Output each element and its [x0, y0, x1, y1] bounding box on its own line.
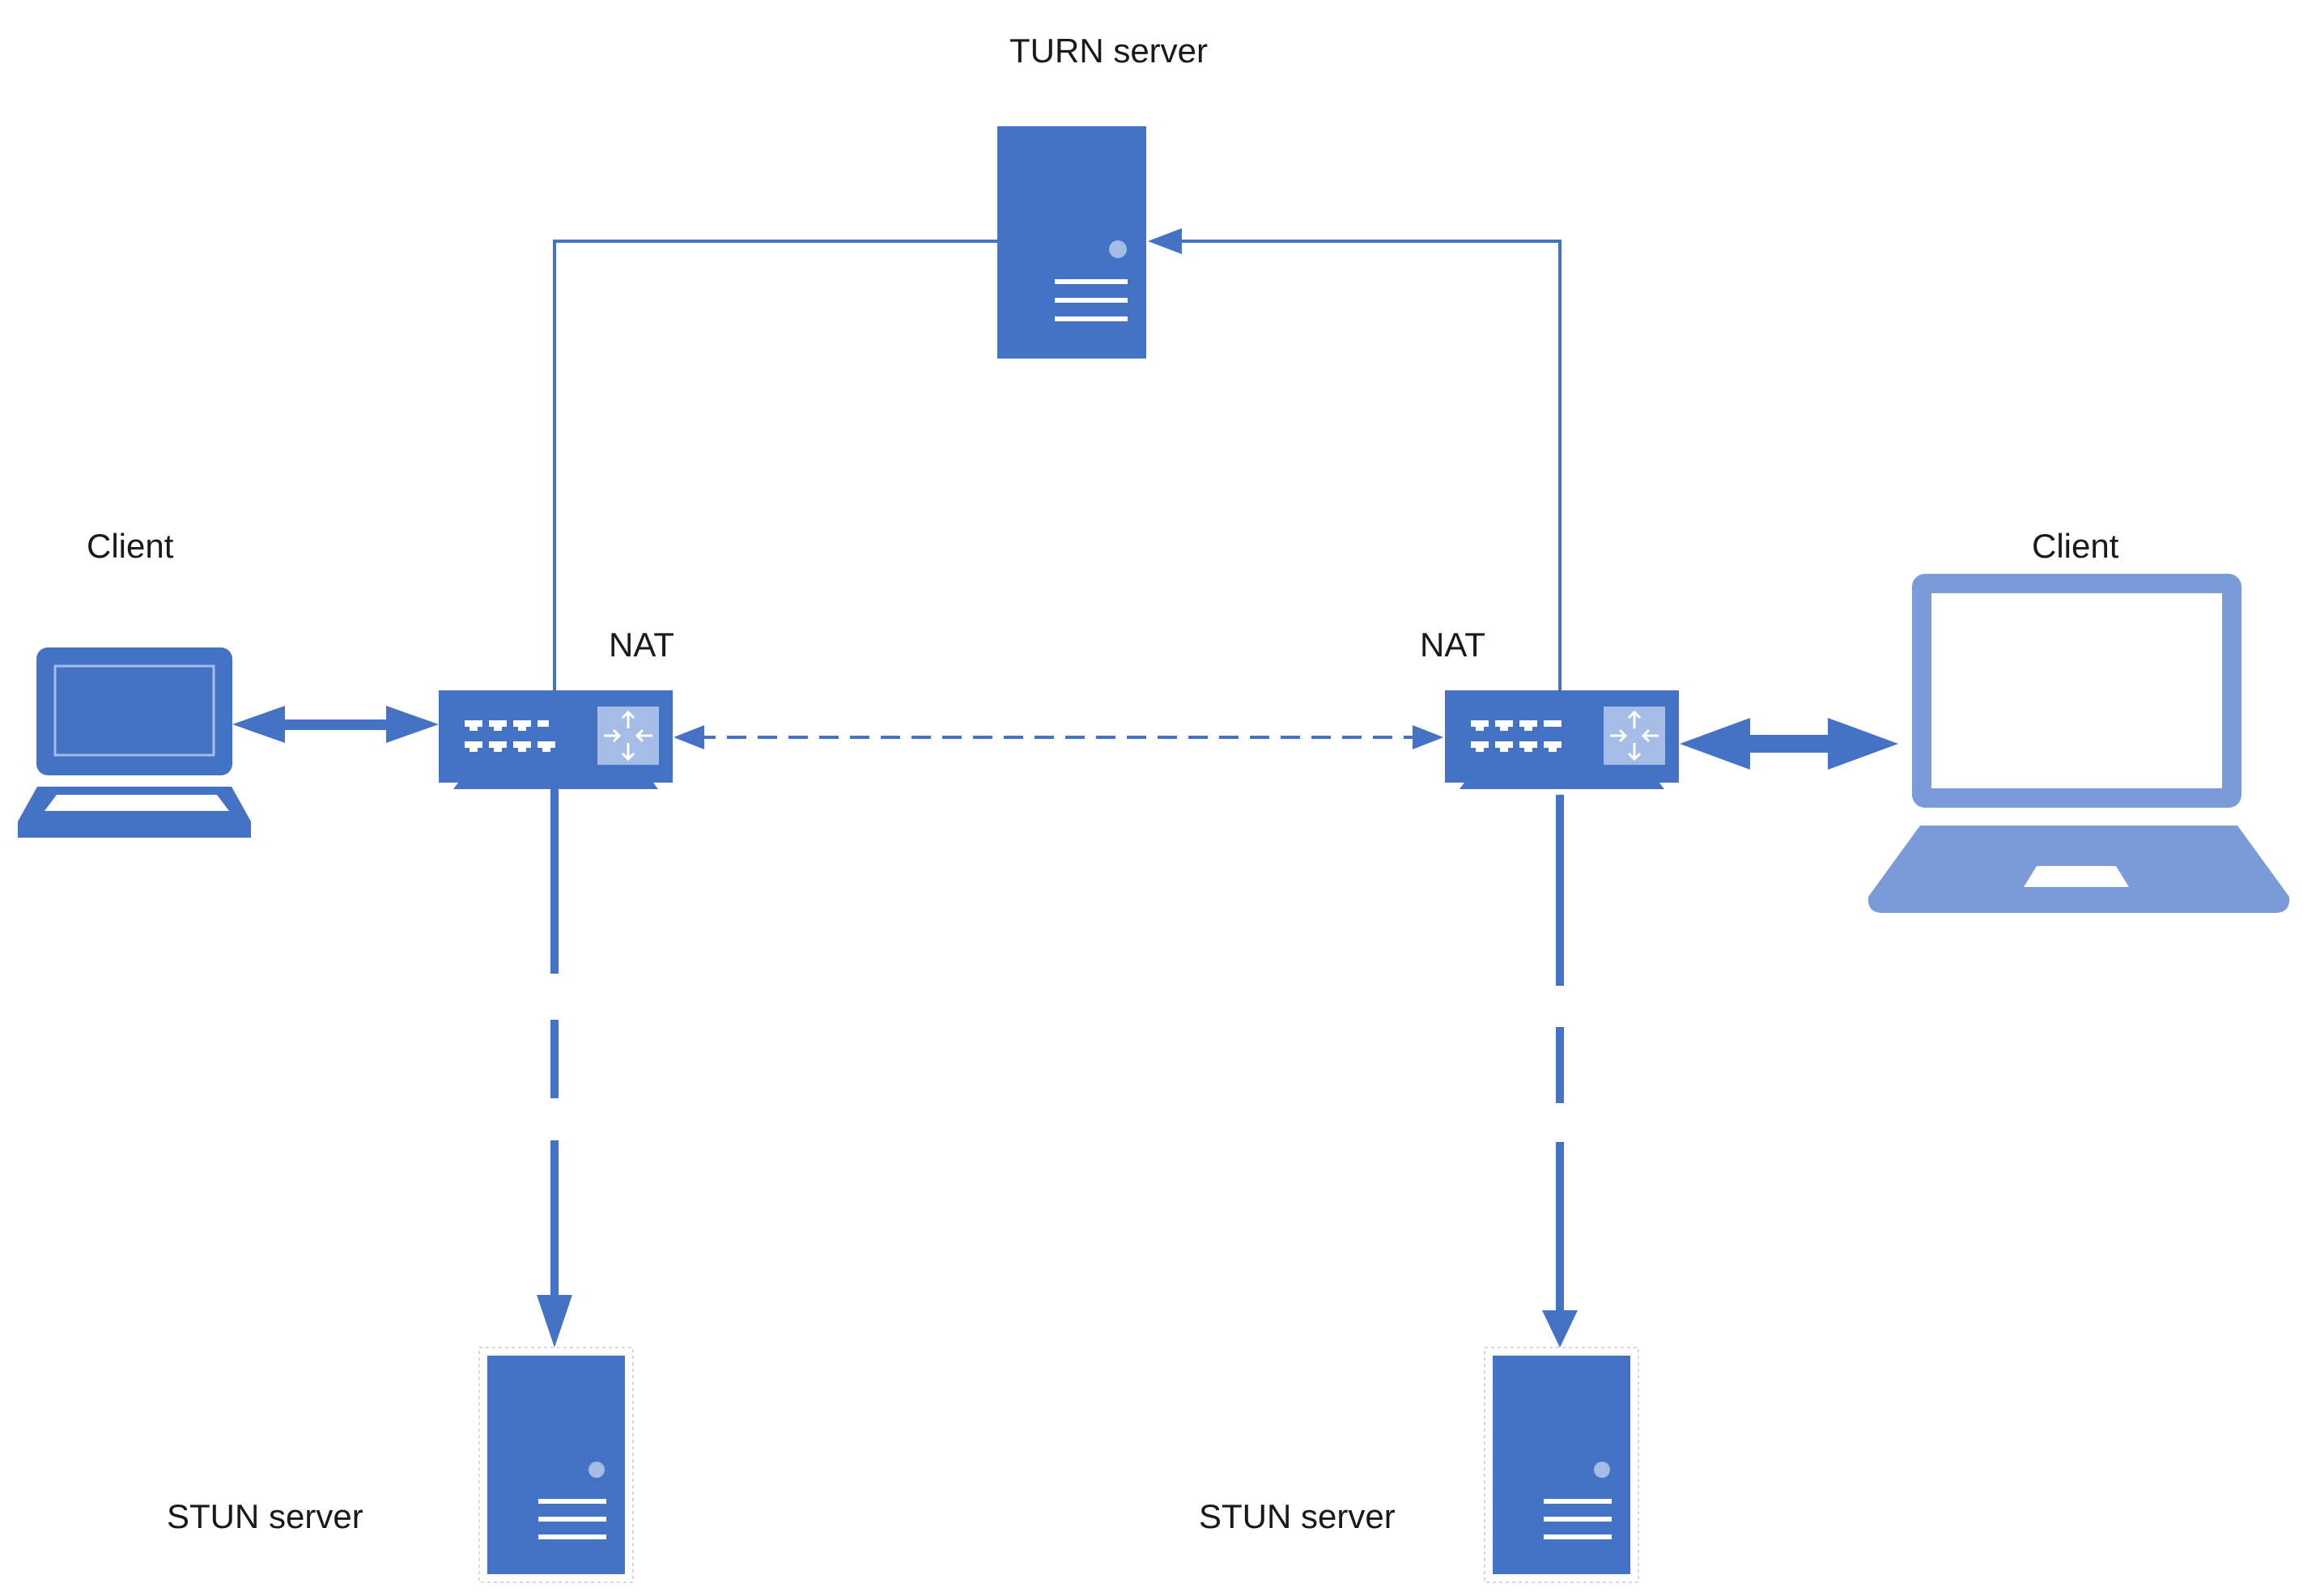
stun-right-label: STUN server [1199, 1497, 1396, 1535]
link-nat-right-to-client-right [1680, 718, 1898, 770]
client-right-laptop-icon [1867, 574, 2290, 913]
nat-left-router-icon [439, 690, 673, 789]
link-right-nat-to-turn [1170, 240, 1562, 692]
nat-right-label: NAT [1420, 626, 1485, 664]
stun-right-server-icon [1484, 1347, 1639, 1583]
link-client-left-to-nat-left [232, 706, 439, 743]
stun-left-label: STUN server [167, 1497, 363, 1535]
client-right-label: Client [2032, 527, 2119, 565]
arrow-head-turn [1148, 228, 1182, 254]
turn-server-icon [997, 126, 1146, 359]
turn-server-label: TURN server [1009, 32, 1209, 70]
link-nat-left-to-stun-left [537, 783, 572, 1348]
link-left-nat-to-turn [553, 240, 997, 692]
link-nat-right-to-stun-right [1542, 795, 1578, 1348]
nat-left-label: NAT [609, 626, 674, 664]
link-nat-left-to-nat-right [673, 725, 1443, 749]
stun-left-server-icon [478, 1347, 634, 1583]
nat-right-router-icon [1445, 690, 1679, 789]
client-left-label: Client [87, 527, 174, 565]
client-left-laptop-icon [18, 647, 251, 838]
